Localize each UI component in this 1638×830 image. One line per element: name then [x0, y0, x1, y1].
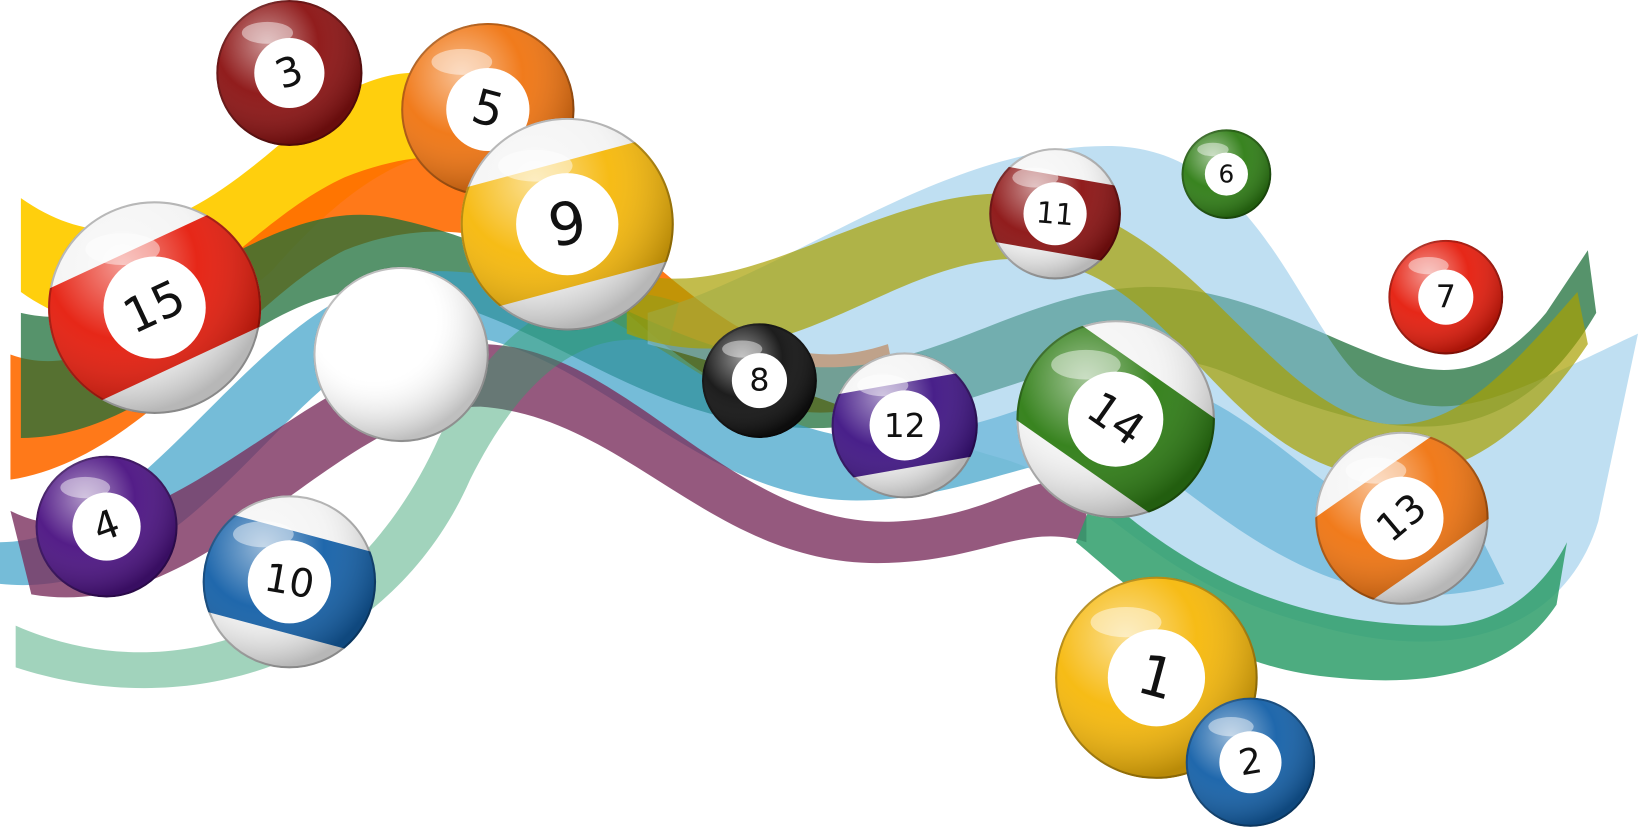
ribbon-wave — [15, 292, 680, 689]
highlight — [1208, 716, 1254, 737]
ball-9: 9 — [460, 117, 674, 331]
highlight — [1012, 167, 1059, 188]
number-disc — [1023, 182, 1087, 246]
number-disc — [103, 256, 206, 359]
number-disc — [1068, 371, 1164, 467]
number-disc — [247, 540, 331, 624]
ball-6: 6 — [1181, 129, 1272, 219]
number-disc — [731, 353, 788, 409]
ribbon-wave — [626, 193, 1588, 478]
highlight — [241, 21, 294, 44]
number-disc — [1107, 629, 1206, 727]
highlight — [85, 233, 160, 266]
ball-15: 15 — [48, 201, 262, 414]
ball-cue — [313, 266, 489, 443]
number-disc — [72, 492, 141, 561]
number-disc — [869, 390, 940, 461]
highlight — [1090, 606, 1162, 638]
ball-8: 8 — [702, 323, 817, 438]
number-disc — [446, 67, 530, 152]
ribbon-wave — [10, 344, 1087, 598]
ball-number: 7 — [1436, 279, 1456, 315]
highlight — [497, 149, 573, 182]
highlight — [857, 374, 909, 397]
highlight — [1408, 257, 1449, 275]
ball-12: 12 — [831, 352, 978, 499]
highlight — [344, 293, 406, 320]
number-disc — [1204, 152, 1248, 196]
highlight — [233, 521, 294, 548]
ball-number: 8 — [749, 363, 769, 399]
ball-number: 10 — [261, 555, 318, 608]
number-disc — [1219, 731, 1282, 794]
ball-number: 12 — [884, 406, 926, 445]
number-disc — [254, 37, 325, 109]
highlight — [60, 476, 111, 499]
highlight — [431, 48, 493, 75]
highlight — [1345, 457, 1407, 484]
highlight — [1197, 142, 1229, 157]
ball-4: 4 — [35, 455, 178, 598]
highlight — [722, 340, 763, 358]
number-disc — [516, 173, 619, 276]
number-disc — [1360, 476, 1444, 560]
ball-number: 6 — [1219, 160, 1235, 189]
ball-10: 10 — [202, 495, 377, 669]
ball-2: 2 — [1185, 697, 1316, 827]
highlight — [1051, 349, 1121, 380]
ball-3: 3 — [216, 0, 363, 146]
ball-number: 11 — [1035, 195, 1075, 232]
ball-7: 7 — [1388, 239, 1504, 355]
number-disc — [1418, 269, 1474, 325]
ball-11: 11 — [989, 148, 1121, 280]
